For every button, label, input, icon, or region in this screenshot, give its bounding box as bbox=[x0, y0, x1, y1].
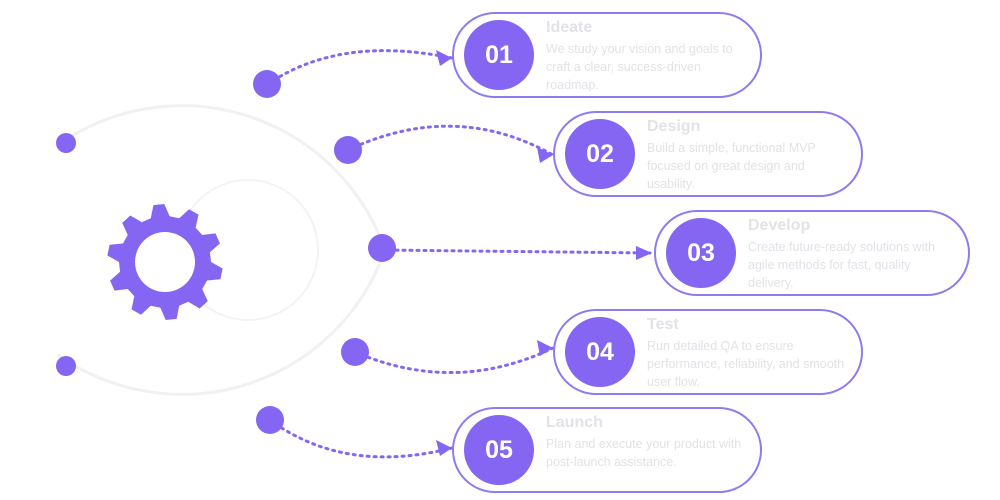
arrow-head-05 bbox=[436, 440, 452, 456]
node-dot-top-left bbox=[56, 133, 76, 153]
node-dot-bottom-left bbox=[56, 356, 76, 376]
step-card-02: 02 Design Build a simple, functional MVP… bbox=[553, 111, 863, 197]
step-number-badge: 04 bbox=[565, 317, 635, 387]
step-description: Create future-ready solutions with agile… bbox=[748, 240, 935, 290]
connector-01 bbox=[266, 49, 454, 86]
gear-icon bbox=[107, 204, 223, 320]
gear-hole bbox=[135, 232, 195, 292]
connector-02 bbox=[346, 124, 555, 157]
step-title: Launch bbox=[546, 414, 603, 431]
node-dot-03 bbox=[368, 234, 396, 262]
node-dot-01 bbox=[253, 70, 281, 98]
connector-03 bbox=[380, 248, 654, 255]
step-title: Design bbox=[647, 118, 701, 135]
step-number-badge: 02 bbox=[565, 119, 635, 189]
step-title: Test bbox=[647, 316, 679, 333]
arrow-head-01 bbox=[436, 50, 452, 66]
step-description: We study your vision and goals to craft … bbox=[546, 42, 733, 92]
arrow-head-03 bbox=[636, 246, 652, 260]
step-card-01: 01 Ideate We study your vision and goals… bbox=[452, 12, 762, 98]
node-dot-04 bbox=[341, 338, 369, 366]
node-dot-05 bbox=[256, 406, 284, 434]
step-title: Ideate bbox=[546, 19, 593, 36]
arrow-head-02 bbox=[537, 147, 553, 163]
connector-05 bbox=[268, 418, 454, 459]
step-card-05: 05 Launch Plan and execute your product … bbox=[452, 407, 762, 493]
step-card-03: 03 Develop Create future-ready solutions… bbox=[654, 210, 970, 296]
connector-04 bbox=[353, 346, 555, 375]
step-description: Plan and execute your product with post-… bbox=[546, 437, 742, 469]
node-dot-02 bbox=[334, 136, 362, 164]
step-number-badge: 05 bbox=[464, 415, 534, 485]
step-title: Develop bbox=[748, 217, 811, 234]
step-description: Build a simple, functional MVP focused o… bbox=[647, 141, 816, 191]
step-description: Run detailed QA to ensure performance, r… bbox=[647, 339, 845, 389]
arrow-head-04 bbox=[537, 340, 553, 356]
step-number-badge: 03 bbox=[666, 218, 736, 288]
step-number-badge: 01 bbox=[464, 20, 534, 90]
step-card-04: 04 Test Run detailed QA to ensure perfor… bbox=[553, 309, 863, 395]
